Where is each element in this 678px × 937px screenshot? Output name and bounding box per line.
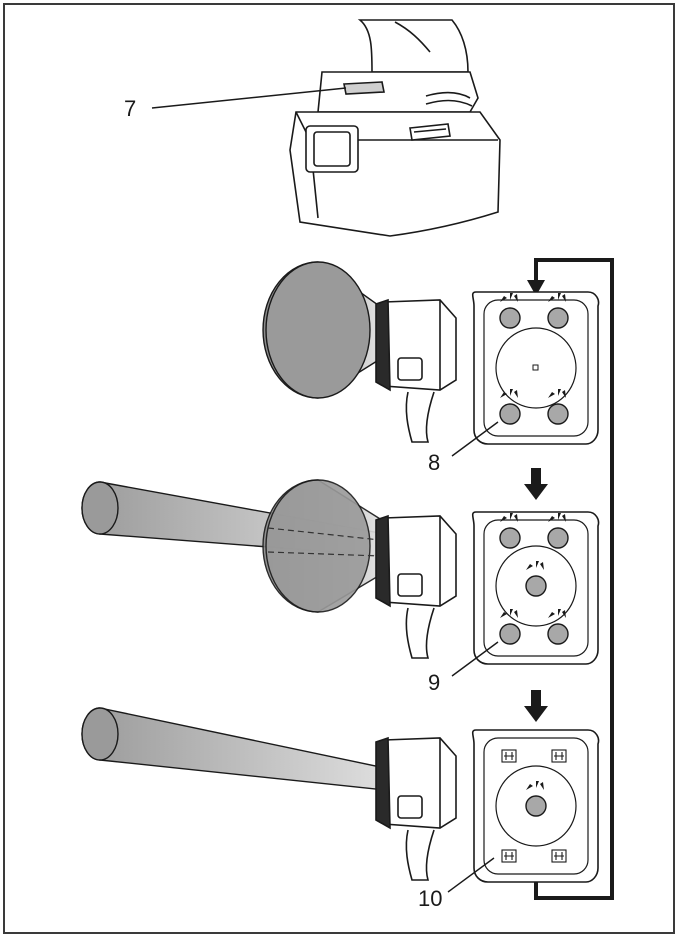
down-arrow-icon <box>527 280 545 296</box>
callout-10: 10 <box>418 886 443 911</box>
row-mode-spot <box>81 707 600 893</box>
row-mode-spread <box>262 261 600 457</box>
down-arrow-icon <box>524 468 548 500</box>
mode-cycle-bracket <box>534 258 614 900</box>
led-panel-icon <box>471 729 600 883</box>
spot-beam <box>81 707 386 791</box>
down-arrow-icon <box>524 690 548 722</box>
work-light-icon <box>375 298 457 443</box>
led-panel-icon <box>471 511 600 665</box>
led-panel-icon <box>471 291 600 445</box>
page-frame <box>3 3 675 934</box>
callout-leader-9 <box>451 641 499 677</box>
row-mode-spread-spot <box>81 479 600 677</box>
tool-battery-icon <box>289 19 501 237</box>
callout-7: 7 <box>124 96 137 121</box>
callout-leader-10 <box>447 857 495 893</box>
callout-9: 9 <box>428 670 441 695</box>
callout-8: 8 <box>428 450 441 475</box>
callout-leader-8 <box>451 421 499 457</box>
work-light-icon <box>375 514 457 659</box>
callout-leader-7 <box>151 87 347 109</box>
work-light-icon <box>375 736 457 881</box>
